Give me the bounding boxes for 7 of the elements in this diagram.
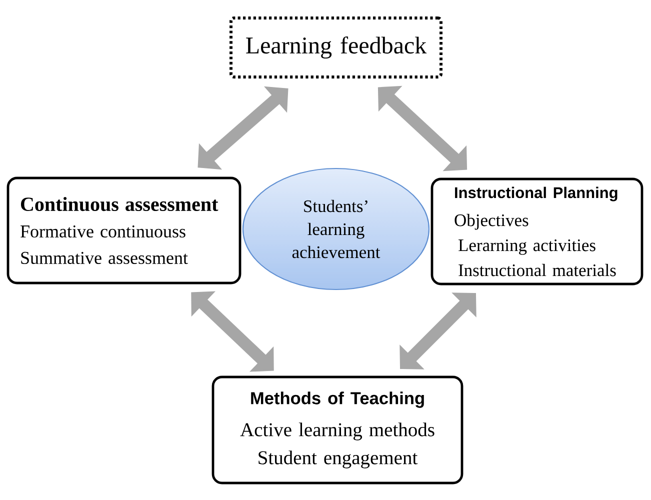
dotted-box: Learning feedback	[230, 16, 442, 78]
rounded-box: Methods of Teaching Active learning methods Student engagement	[212, 376, 464, 484]
rounded-box: Instructional Planning Objectives Lerarning activities Instructional materials	[430, 178, 644, 286]
double-arrow	[191, 291, 274, 372]
double-arrow	[400, 292, 476, 370]
rounded-box: Continuous assessment Formative continuouss Summative assessment	[6, 176, 242, 284]
double-arrow	[198, 86, 288, 170]
